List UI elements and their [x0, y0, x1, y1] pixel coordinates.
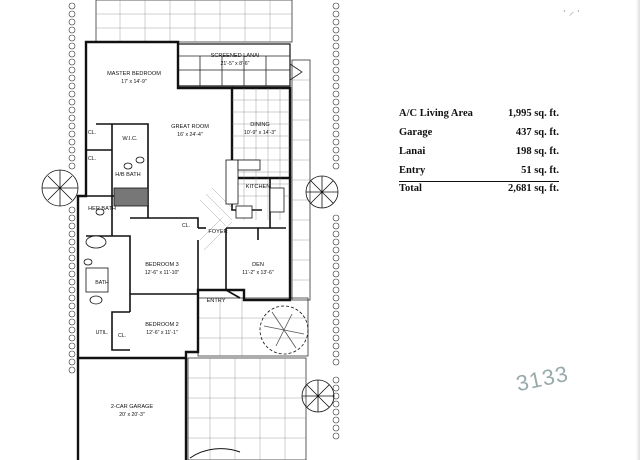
room-name-kitchen: KITCHEN	[246, 184, 271, 190]
room-name-hb-bath: H/B BATH	[115, 172, 140, 178]
util-label: UTIL.	[96, 330, 109, 336]
tree-icon	[41, 169, 339, 413]
hedge-left	[68, 2, 76, 374]
room-name-great-room: GREAT ROOM	[171, 124, 209, 130]
exterior-walls	[76, 40, 292, 460]
closet-label: CL.	[88, 156, 96, 162]
closet-label: CL.	[182, 223, 190, 229]
paving-grid	[95, 0, 311, 460]
area-row: Entry 51 sq. ft.	[399, 161, 559, 180]
area-value: 51 sq. ft.	[521, 165, 559, 176]
room-name-dining: DINING	[250, 122, 270, 128]
room-dims-bedroom-3: 12'-6" x 11'-10"	[145, 270, 180, 276]
room-name-her-bath: HER BATH	[88, 206, 116, 212]
margin-scribble: ⸱ ⸝ ⸱	[563, 6, 580, 18]
hedge-right	[332, 2, 340, 440]
area-row: Garage 437 sq. ft.	[399, 123, 559, 142]
area-label: Garage	[399, 127, 433, 138]
area-label: Entry	[399, 165, 426, 176]
room-dims-den: 11'-2" x 13'-6"	[242, 270, 274, 276]
area-value: 437 sq. ft.	[515, 127, 559, 138]
room-dims-garage: 20' x 20'-3"	[119, 412, 145, 418]
room-name-foyer: FOYER	[208, 229, 227, 235]
room-name-den: DEN	[252, 262, 264, 268]
room-dims-bedroom-2: 12'-6" x 11'-1"	[146, 330, 178, 336]
closet-label: CL.	[88, 130, 96, 136]
room-labels: MASTER BEDROOM 17' x 14'-9" SCREENED LAN…	[88, 53, 276, 418]
area-value: 198 sq. ft.	[515, 146, 559, 157]
area-row: A/C Living Area 1,995 sq. ft.	[399, 104, 559, 123]
kitchen-counters	[225, 159, 285, 219]
room-name-entry: ENTRY	[207, 298, 226, 304]
area-label: Lanai	[399, 146, 426, 157]
area-row: Lanai 198 sq. ft.	[399, 142, 559, 161]
bath-label: BATH	[95, 280, 109, 286]
room-dims-screened-lanai: 21'-5" x 8'-6"	[220, 61, 249, 67]
room-dims-dining: 10'-9" x 14'-3"	[244, 130, 276, 136]
bath-fixtures	[83, 156, 149, 305]
page-edge-shadow	[636, 0, 640, 460]
room-dims-master-bedroom: 17' x 14'-9"	[121, 79, 147, 85]
area-total-row: Total 2,681 sq. ft.	[399, 181, 559, 197]
total-value: 2,681 sq. ft.	[507, 183, 559, 194]
total-label: Total	[399, 183, 422, 194]
area-summary-table: A/C Living Area 1,995 sq. ft. Garage 437…	[399, 104, 559, 197]
closet-label: CL.	[118, 333, 126, 339]
room-name-screened-lanai: SCREENED LANAI	[211, 53, 260, 59]
area-value: 1,995 sq. ft.	[507, 108, 559, 119]
room-name-wic: W.I.C.	[122, 136, 138, 142]
room-name-master-bedroom: MASTER BEDROOM	[107, 71, 161, 77]
driveway-curve	[189, 448, 241, 459]
area-label: A/C Living Area	[399, 108, 473, 119]
room-name-bedroom-3: BEDROOM 3	[145, 262, 179, 268]
room-name-bedroom-2: BEDROOM 2	[145, 322, 179, 328]
room-name-garage: 2-CAR GARAGE	[111, 404, 154, 410]
room-dims-great-room: 16' x 24'-4"	[177, 132, 203, 138]
